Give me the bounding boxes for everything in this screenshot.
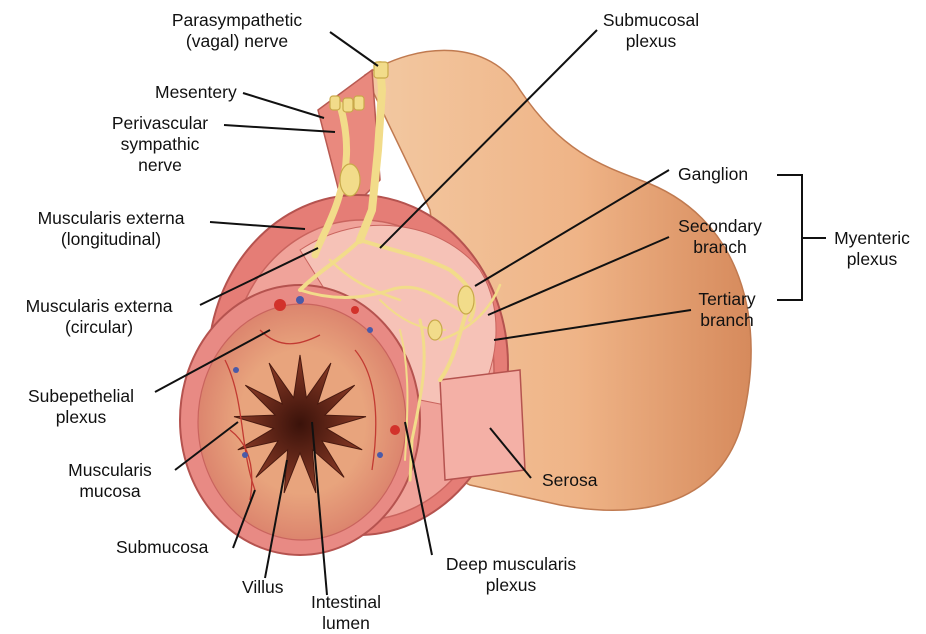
label-muscularis-externa-circular: Muscularis externa (circular) bbox=[4, 296, 194, 338]
label-parasympathetic-nerve: Parasympathetic (vagal) nerve bbox=[152, 10, 322, 52]
label-intestinal-lumen: Intestinal lumen bbox=[296, 592, 396, 634]
label-tertiary-branch: Tertiary branch bbox=[682, 289, 772, 331]
wall-cut-edge bbox=[440, 370, 525, 480]
label-serosa: Serosa bbox=[542, 470, 597, 491]
label-villus: Villus bbox=[242, 577, 284, 598]
label-subepethelial-plexus: Subepethelial plexus bbox=[16, 386, 146, 428]
label-submucosa: Submucosa bbox=[116, 537, 208, 558]
label-submucosal-plexus: Submucosal plexus bbox=[596, 10, 706, 52]
label-perivascular-sympathic-nerve: Perivascular sympathic nerve bbox=[100, 113, 220, 176]
label-muscularis-externa-longitudinal: Muscularis externa (longitudinal) bbox=[16, 208, 206, 250]
label-secondary-branch: Secondary branch bbox=[670, 216, 770, 258]
label-ganglion: Ganglion bbox=[678, 164, 748, 185]
label-myenteric-plexus: Myenteric plexus bbox=[826, 228, 918, 270]
label-deep-muscularis-plexus: Deep muscularis plexus bbox=[426, 554, 596, 596]
label-mesentery: Mesentery bbox=[155, 82, 237, 103]
label-muscularis-mucosa: Muscularis mucosa bbox=[54, 460, 166, 502]
